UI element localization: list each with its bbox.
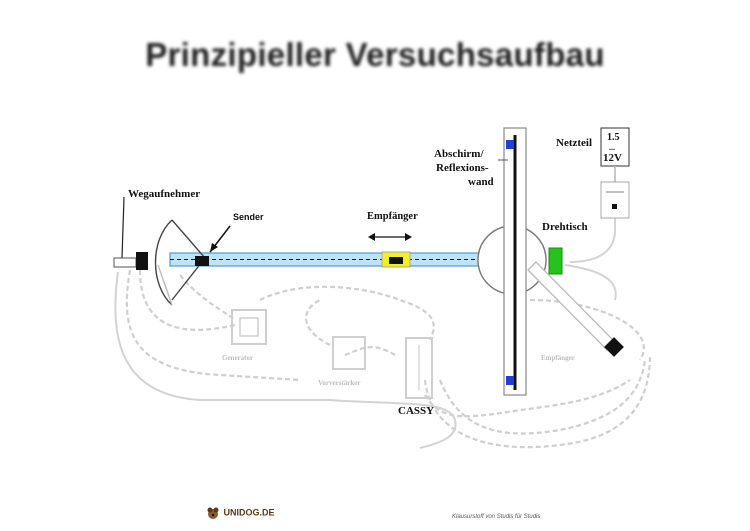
rotating-arm: Empfänger [527,261,624,362]
netzteil-voltage-1: 1.5 [607,132,620,143]
netzteil-label: Netzteil [556,137,592,149]
drehtisch: Drehtisch [477,221,588,295]
sender: Sender [195,212,264,266]
abschirm-label-3: wand [468,176,494,188]
diagram-title: Prinzipieller Versuchsaufbau [145,36,605,73]
drehtisch-label: Drehtisch [542,221,588,233]
netzteil: Netzteil 1.5 ... 12V [556,127,630,219]
cassy-module: CASSY [398,337,434,417]
empfaenger-slider: Empfänger [367,211,418,268]
optical-rail [169,252,491,267]
footer-credit: Klausurstoff von Studis für Studis [452,514,541,520]
cassy-label: CASSY [398,405,434,417]
abschirm-label-1: Abschirm/ [434,148,484,160]
empfaenger-right-label: Empfänger [541,354,575,362]
wegaufnehmer-label: Wegaufnehmer [128,188,200,200]
faint-wiring-solid [114,210,617,449]
preamp-label: Vorverstärker [318,379,361,387]
wegaufnehmer: Wegaufnehmer [113,188,200,270]
unidog-logo: UNIDOG.DE [205,505,275,521]
generator-module: Generator [222,309,267,362]
abschirm-label-2: Reflexions- [436,162,489,174]
preamp-module: Vorverstärker [318,336,366,387]
dog-icon [205,505,221,521]
netzteil-voltage-2: ... [609,143,615,152]
generator-label: Generator [222,354,253,362]
empfaenger-top-label: Empfänger [367,211,418,222]
reflexionswand: Abschirm/ Reflexions- wand [434,127,527,396]
netzteil-voltage-3: 12V [603,152,622,164]
sender-label: Sender [233,212,264,222]
logo-text: UNIDOG.DE [223,507,275,518]
